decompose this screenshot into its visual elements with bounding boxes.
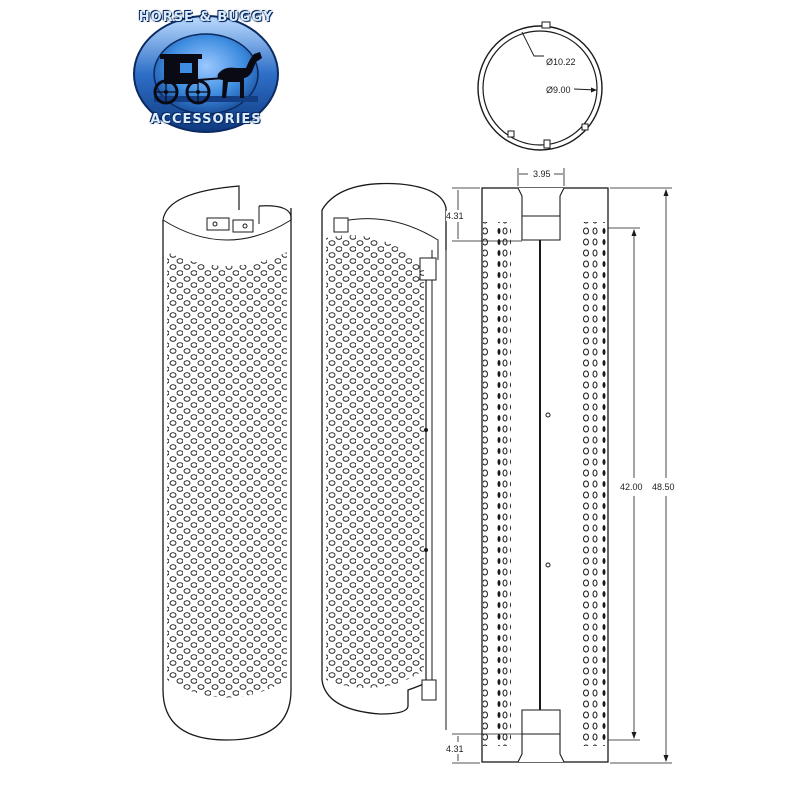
orthographic-front-view: 3.95 4.31 4.31 42.00 48.50 bbox=[440, 160, 700, 800]
brand-logo: HORSE & BUGGY ACCESSORIES bbox=[128, 8, 284, 136]
top-view-graphic bbox=[477, 21, 603, 151]
top-view-drawing: Ø10.22 Ø9.00 bbox=[470, 10, 610, 160]
logo-graphic bbox=[133, 15, 279, 133]
isometric-view-rear bbox=[300, 180, 460, 740]
top-gap-label: 4.31 bbox=[446, 211, 464, 221]
logo-top-text: HORSE & BUGGY bbox=[138, 10, 274, 25]
logo-bottom-text: ACCESSORIES bbox=[150, 112, 262, 127]
front-view-graphic bbox=[452, 168, 672, 764]
clamp-width-label: 3.95 bbox=[533, 169, 551, 179]
isometric-view-front bbox=[155, 180, 300, 760]
perforated-cylinder-rear bbox=[321, 182, 447, 730]
overall-length-label: 48.50 bbox=[652, 482, 675, 492]
perforated-cylinder-front bbox=[162, 185, 292, 741]
inner-diameter-label: Ø9.00 bbox=[546, 85, 571, 95]
outer-diameter-label: Ø10.22 bbox=[546, 57, 576, 67]
perforated-length-label: 42.00 bbox=[620, 482, 643, 492]
bottom-gap-label: 4.31 bbox=[446, 744, 464, 754]
